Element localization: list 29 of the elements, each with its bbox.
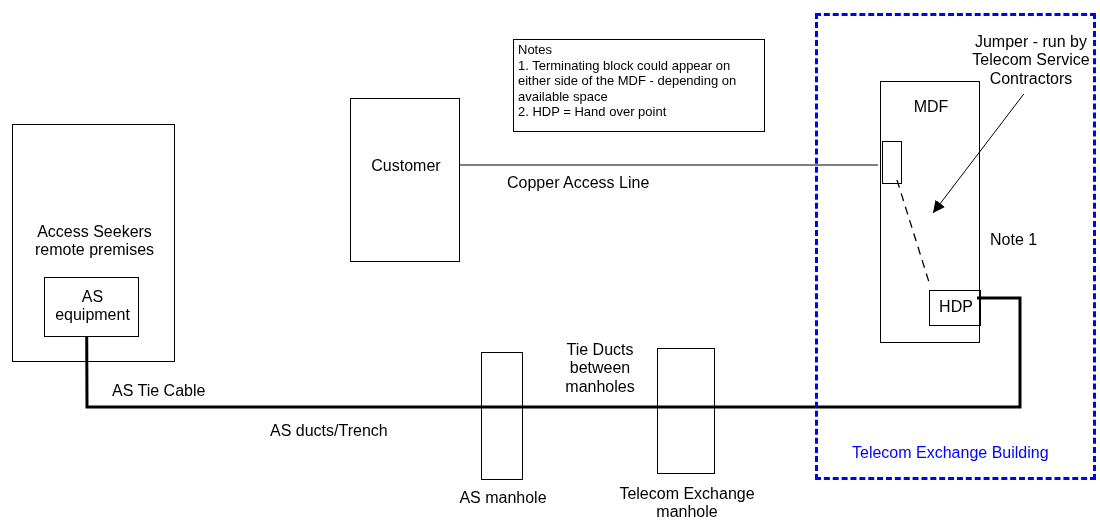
node-label: AS equipment — [54, 288, 131, 325]
building-boundary — [815, 13, 1096, 480]
equipment-box — [44, 277, 139, 337]
customer-box — [350, 98, 460, 262]
note-label: Tie Ducts between manholes — [564, 341, 636, 397]
node-label: Customer — [370, 157, 442, 176]
mdf-box — [880, 81, 980, 343]
notes-box — [513, 39, 765, 132]
edge-label: Copper Access Line — [507, 174, 650, 193]
cable-line — [85, 336, 481, 409]
note-label: Note 1 — [990, 231, 1038, 250]
leader-arrow — [932, 93, 1025, 214]
note-text: 2. HDP = Hand over point — [518, 104, 668, 120]
terminating-block — [882, 141, 902, 184]
premises-box — [12, 124, 175, 362]
connector-line — [459, 164, 879, 166]
cable-line — [715, 296, 1022, 409]
node-label: MDF — [912, 98, 950, 117]
node-label: Telecom Exchange Building — [852, 444, 1050, 463]
cable-line — [523, 405, 657, 409]
note-text: 1. Terminating block could appear on either side of the MDF - depending on available space — [518, 57, 738, 105]
notes-heading: Notes — [518, 42, 553, 58]
note-label: AS ducts/Trench — [270, 422, 388, 441]
node-caption: AS manhole — [458, 489, 548, 508]
node-label: Access Seekers remote premises — [33, 223, 156, 260]
hdp-box — [929, 290, 981, 326]
callout-text: Jumper - run by Telecom Service Contractors — [971, 33, 1091, 89]
node-label: HDP — [938, 298, 974, 317]
node-caption: Telecom Exchange manhole — [618, 485, 756, 521]
